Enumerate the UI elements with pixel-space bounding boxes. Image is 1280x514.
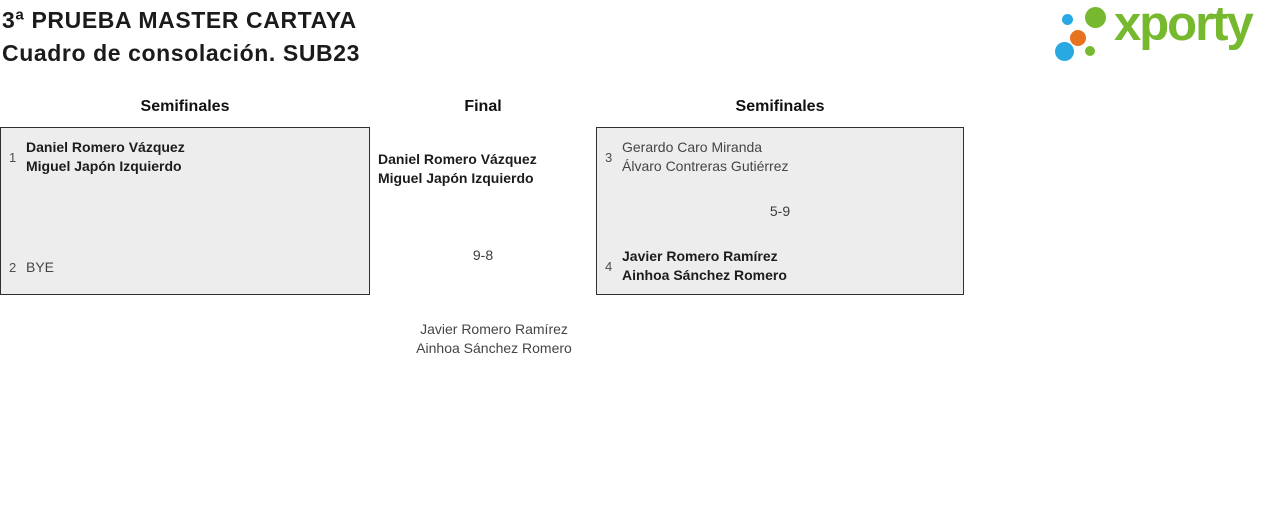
player-name: Ainhoa Sánchez Romero	[622, 267, 787, 283]
match-box-semifinal-1: 1 Daniel Romero Vázquez Miguel Japón Izq…	[0, 127, 370, 295]
player-name: Javier Romero Ramírez	[420, 321, 568, 337]
seed-number: 1	[9, 149, 17, 165]
player-name: Álvaro Contreras Gutiérrez	[622, 158, 789, 174]
bye-label: BYE	[26, 259, 55, 275]
xporty-dots-icon	[1050, 5, 1112, 67]
semifinal-score: 5-9	[769, 203, 791, 219]
player-name: Gerardo Caro Miranda	[622, 139, 763, 155]
round-header-semifinals-right: Semifinales	[735, 98, 825, 115]
round-header-final: Final	[464, 98, 502, 115]
player-name: Miguel Japón Izquierdo	[378, 170, 534, 186]
player-name: Javier Romero Ramírez	[622, 248, 778, 264]
logo-dot-green-big	[1085, 7, 1106, 28]
final-runnerup-pair: Javier Romero Ramírez Ainhoa Sánchez Rom…	[384, 320, 604, 358]
logo-dot-blue-small	[1062, 14, 1073, 25]
seed-number: 2	[9, 260, 17, 275]
team-pair-winner: Daniel Romero Vázquez Miguel Japón Izqui…	[26, 138, 185, 176]
team-pair-winner: Javier Romero Ramírez Ainhoa Sánchez Rom…	[622, 247, 787, 285]
tournament-title: 3ª PRUEBA MASTER CARTAYA	[2, 7, 357, 33]
team-pair-loser: Gerardo Caro Miranda Álvaro Contreras Gu…	[622, 138, 789, 176]
player-name: Daniel Romero Vázquez	[26, 139, 185, 155]
bracket-subtitle: Cuadro de consolación. SUB23	[2, 40, 361, 66]
team-row: 4 Javier Romero Ramírez Ainhoa Sánchez R…	[605, 247, 787, 285]
team-row: 1 Daniel Romero Vázquez Miguel Japón Izq…	[9, 138, 185, 176]
player-name: Ainhoa Sánchez Romero	[416, 340, 572, 356]
logo-dot-green-small	[1085, 46, 1095, 56]
final-score: 9-8	[472, 247, 494, 263]
match-box-semifinal-2: 3 Gerardo Caro Miranda Álvaro Contreras …	[596, 127, 964, 295]
player-name: Daniel Romero Vázquez	[378, 151, 537, 167]
player-name: Miguel Japón Izquierdo	[26, 158, 182, 174]
xporty-wordmark: xporty	[1114, 0, 1254, 51]
team-row: 3 Gerardo Caro Miranda Álvaro Contreras …	[605, 138, 789, 176]
team-row: 2 BYE	[9, 258, 54, 277]
logo-dot-orange	[1070, 30, 1086, 46]
team-pair-bye: BYE	[26, 258, 54, 277]
xporty-logo[interactable]: xporty	[1050, 0, 1278, 69]
seed-number: 4	[605, 258, 613, 274]
round-header-semifinals-left: Semifinales	[140, 98, 230, 115]
page-title: 3ª PRUEBA MASTER CARTAYA Cuadro de conso…	[2, 4, 360, 70]
logo-dot-blue-big	[1055, 42, 1074, 61]
seed-number: 3	[605, 149, 613, 165]
final-winner-pair: Daniel Romero Vázquez Miguel Japón Izqui…	[378, 150, 537, 188]
